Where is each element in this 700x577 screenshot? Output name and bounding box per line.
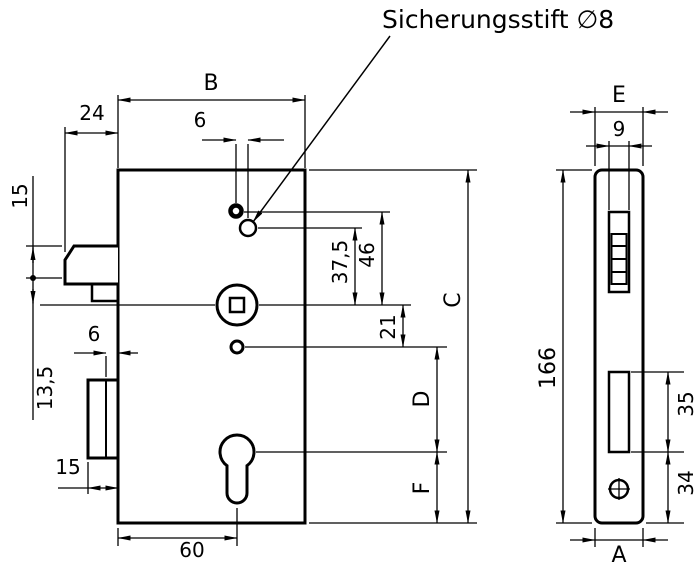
dim-label-9: 9: [613, 117, 626, 141]
deadbolt: [86, 378, 120, 460]
dimension-35-34: 35 34: [631, 371, 698, 524]
dim-label-34: 34: [674, 470, 698, 495]
cylinder-keyhole: [218, 433, 256, 505]
leader-line: [252, 35, 391, 223]
dimension-15-bottom: 15: [55, 455, 119, 494]
dim-label-a: A: [611, 543, 626, 568]
dimension-60: 60: [117, 508, 238, 562]
dim-label-d: D: [410, 391, 435, 408]
dimension-6-top: 6: [194, 108, 284, 218]
dimension-46: 46: [355, 211, 385, 306]
latch-slot: [607, 210, 631, 294]
dim-label-37-5: 37,5: [328, 240, 352, 285]
dim-label-35: 35: [674, 391, 698, 416]
dim-label-6-top: 6: [194, 108, 207, 132]
dim-label-60: 60: [179, 538, 204, 562]
side-view: E 9 166 35 34: [536, 83, 698, 568]
dimension-24: 24: [64, 101, 119, 252]
dim-label-166: 166: [536, 347, 561, 389]
dim-label-f: F: [410, 482, 435, 495]
dim-label-6-bolt: 6: [88, 322, 101, 346]
bolt-slot: [607, 370, 631, 454]
dimension-15-13_5-chain: 15 13,5: [8, 176, 215, 420]
dim-label-21: 21: [376, 314, 400, 339]
dim-label-c: C: [441, 292, 466, 307]
dimension-21: 21: [376, 304, 406, 348]
dim-label-e: E: [612, 83, 626, 108]
dim-label-13-5: 13,5: [33, 366, 57, 411]
dim-label-24: 24: [79, 101, 104, 125]
dimension-b: B: [117, 71, 306, 168]
front-view: B 24 6 15 13,5: [8, 71, 477, 562]
drawing-title: Sicherungsstift ∅8: [382, 5, 614, 34]
latch-bolt-step: [90, 282, 118, 303]
side-body-outline: [593, 168, 645, 525]
dim-label-15-top: 15: [8, 183, 32, 208]
dimension-6-bolt: 6: [74, 322, 138, 377]
dim-label-15-bottom: 15: [55, 455, 80, 479]
dimension-9: 9: [586, 117, 652, 210]
dimension-37-5: 37,5: [328, 227, 358, 306]
dimension-e: E: [570, 83, 668, 166]
latch-bolt: [63, 244, 118, 286]
chain-dim-dot: [30, 275, 36, 281]
pin-hole-secondary: [238, 218, 258, 238]
dimension-a: A: [570, 528, 668, 568]
dimension-f: F: [410, 451, 440, 524]
dimension-d: D: [410, 346, 440, 453]
dim-label-b: B: [203, 71, 218, 96]
extension-lines-right: [244, 169, 477, 524]
dimension-c: C: [441, 169, 471, 524]
follower-square: [228, 296, 246, 314]
callout-sicherungsstift: Sicherungsstift ∅8: [252, 5, 614, 223]
safety-pin-hole: [228, 203, 244, 219]
follower-circle: [215, 283, 259, 327]
small-hole: [229, 339, 245, 355]
dimension-166: 166: [536, 169, 592, 524]
dim-label-46: 46: [355, 242, 379, 267]
